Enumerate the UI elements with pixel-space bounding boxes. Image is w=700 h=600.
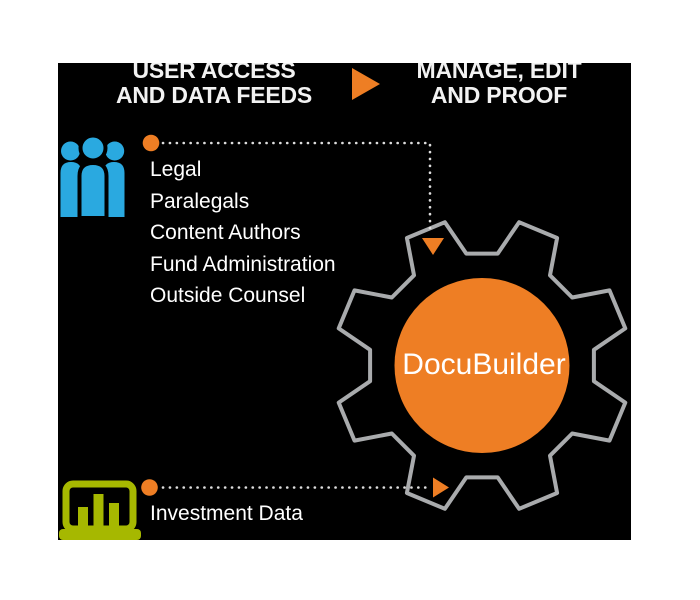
bottom-connector-dot xyxy=(141,479,158,496)
top-connector-arrow-icon xyxy=(422,238,444,255)
list-item-paralegals: Paralegals xyxy=(150,189,250,213)
user-right-head xyxy=(105,141,125,161)
user-left-body xyxy=(60,162,82,217)
header-user-access: USER ACCESS AND DATA FEEDS xyxy=(114,63,314,108)
user-left-head xyxy=(61,141,80,161)
bottom-connector-arrow-icon xyxy=(433,477,449,498)
laptop-bar-chart-icon xyxy=(59,480,141,540)
top-connector-dot xyxy=(142,134,160,152)
investment-data-label: Investment Data xyxy=(150,502,303,525)
user-center-head xyxy=(78,133,108,163)
header-arrow-icon xyxy=(352,68,380,100)
header-user-access-line1: USER ACCESS xyxy=(132,63,296,83)
list-item-outside-counsel: Outside Counsel xyxy=(150,284,306,308)
chart-bar-2 xyxy=(93,494,104,526)
top-connector-dotted-line xyxy=(161,141,432,235)
header-manage-edit-line1: MANAGE, EDIT xyxy=(416,63,582,83)
chart-bar-1 xyxy=(78,507,88,526)
header-manage-edit-line2: AND PROOF xyxy=(430,82,568,108)
header-user-access-line2: AND DATA FEEDS xyxy=(115,82,313,108)
user-right-body xyxy=(103,162,125,217)
docubuilder-hub-circle xyxy=(394,278,570,453)
list-item-fund-administration: Fund Administration xyxy=(150,252,336,276)
list-item-content-authors: Content Authors xyxy=(150,221,301,245)
list-item-legal: Legal xyxy=(150,158,202,181)
users-group-icon xyxy=(60,133,125,220)
diagram-panel: USER ACCESS AND DATA FEEDS MANAGE, EDIT … xyxy=(58,63,631,540)
docubuilder-label: DocuBuilder xyxy=(402,348,566,381)
header-manage-edit: MANAGE, EDIT AND PROOF xyxy=(399,63,599,108)
laptop-base xyxy=(59,529,141,540)
diagram-art xyxy=(59,68,628,540)
user-center-body xyxy=(77,160,109,220)
user-access-list: Legal Paralegals Content Authors Fund Ad… xyxy=(150,154,336,312)
chart-bar-3 xyxy=(109,503,119,526)
